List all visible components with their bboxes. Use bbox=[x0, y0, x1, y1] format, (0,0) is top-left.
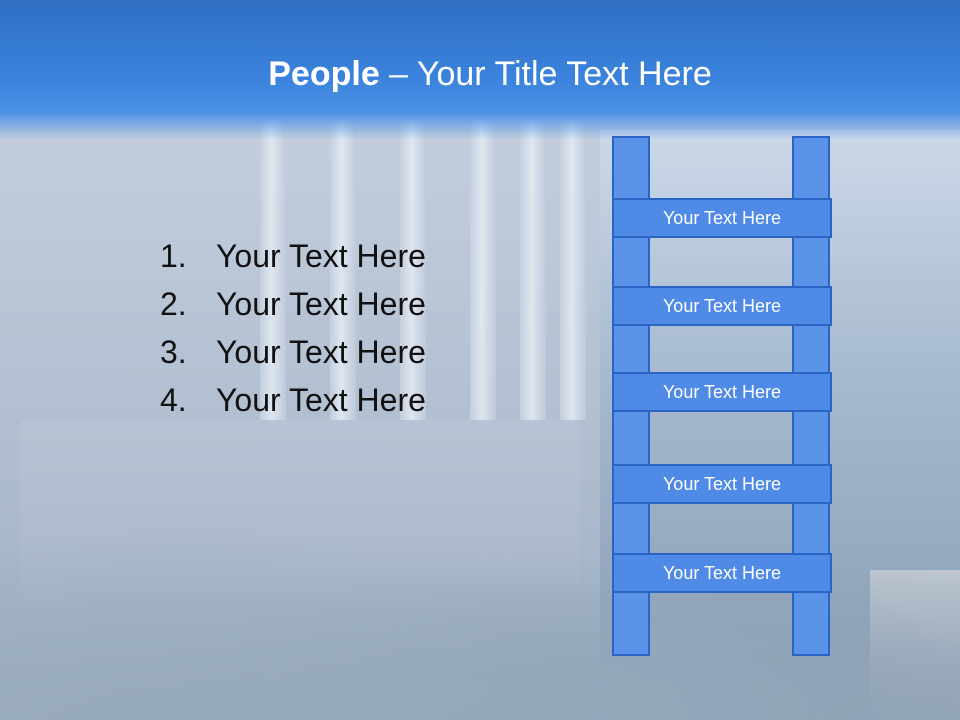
list-text: Your Text Here bbox=[216, 382, 426, 418]
ladder-rung: Your Text Here bbox=[612, 198, 832, 238]
title-band bbox=[0, 0, 960, 140]
column bbox=[560, 120, 586, 420]
list-number: 2. bbox=[160, 286, 187, 322]
slide-title: People – Your Title Text Here bbox=[0, 52, 960, 96]
ladder-rung: Your Text Here bbox=[612, 464, 832, 504]
title-bold: People bbox=[268, 55, 380, 93]
column bbox=[470, 120, 496, 420]
list-number: 3. bbox=[160, 334, 187, 370]
ladder-rung: Your Text Here bbox=[612, 553, 832, 593]
column bbox=[520, 120, 546, 420]
ladder-rung: Your Text Here bbox=[612, 372, 832, 412]
list-item: 1. Your Text Here bbox=[160, 232, 426, 280]
list-text: Your Text Here bbox=[216, 286, 426, 322]
list-item: 4. Your Text Here bbox=[160, 376, 426, 424]
column bbox=[330, 120, 356, 420]
list-number: 1. bbox=[160, 238, 187, 274]
list-number: 4. bbox=[160, 382, 187, 418]
column bbox=[260, 120, 286, 420]
title-rest: – Your Title Text Here bbox=[379, 55, 712, 93]
list-item: 2. Your Text Here bbox=[160, 280, 426, 328]
list-text: Your Text Here bbox=[216, 238, 426, 274]
numbered-list: 1. Your Text Here 2. Your Text Here 3. Your… bbox=[160, 232, 426, 424]
list-text: Your Text Here bbox=[216, 334, 426, 370]
list-item: 3. Your Text Here bbox=[160, 328, 426, 376]
ladder-rung: Your Text Here bbox=[612, 286, 832, 326]
column bbox=[400, 120, 426, 420]
